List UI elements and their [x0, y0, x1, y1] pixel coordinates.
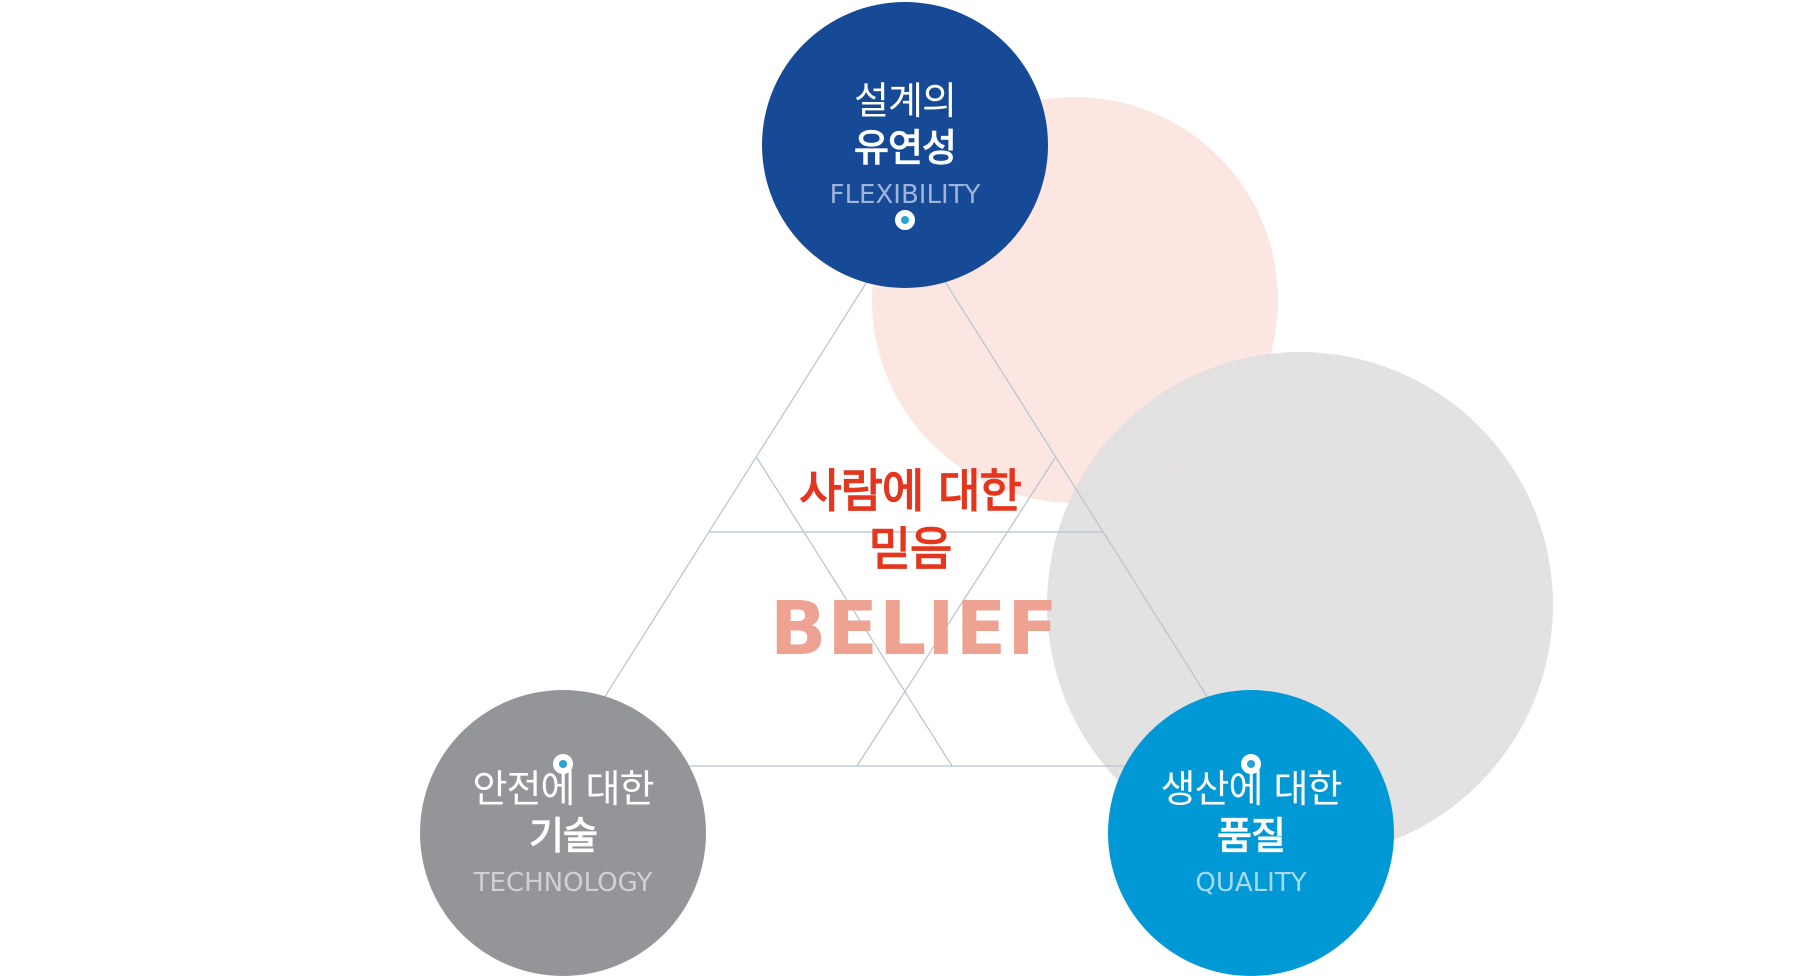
node-flexibility-line2: 유연성 [854, 126, 957, 170]
node-technology-line2: 기술 [529, 814, 598, 858]
center-english: BELIEF [770, 586, 1059, 672]
center-line1: 사람에 대한 [799, 464, 1022, 518]
node-quality-line1: 생산에 대한 [1160, 767, 1343, 811]
node-flexibility-english: FLEXIBILITY [829, 180, 981, 210]
node-flexibility: 설계의 유연성 FLEXIBILITY [762, 2, 1048, 288]
node-technology-line1: 안전에 대한 [472, 767, 655, 811]
node-flexibility-line1: 설계의 [854, 79, 957, 123]
node-technology-english: TECHNOLOGY [473, 868, 653, 898]
node-quality-english: QUALITY [1195, 868, 1307, 898]
grid-line-diagonal-right [856, 457, 1056, 767]
grid-line-diagonal-left [756, 457, 953, 767]
center-belief-label: 사람에 대한 믿음 BELIEF [770, 462, 1059, 672]
connector-dot-icon [553, 754, 573, 774]
triangle-outline [559, 218, 1253, 767]
center-line2: 믿음 [868, 522, 953, 576]
node-quality-line2: 품질 [1217, 814, 1286, 858]
connector-dot-icon [895, 210, 915, 230]
node-technology: 안전에 대한 기술 TECHNOLOGY [420, 690, 706, 976]
connector-dot-icon [1241, 754, 1261, 774]
node-quality: 생산에 대한 품질 QUALITY [1108, 690, 1394, 976]
